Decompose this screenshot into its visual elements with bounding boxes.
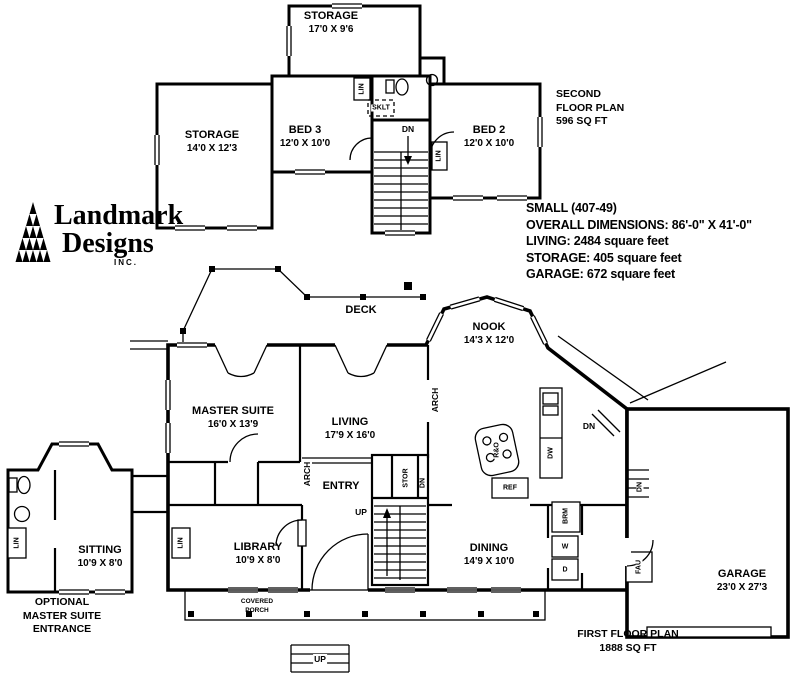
landmark-logo-icon [15,202,51,262]
room-name: MASTER SUITE [192,405,274,417]
room-name: SITTING [78,544,122,556]
utility-fixtures [551,469,654,583]
room-label-deck: DECK [345,303,376,317]
room-label-storage-top: STORAGE 17'0 X 9'6 [304,9,358,36]
room-label-bed2: BED 2 12'0 X 10'0 [464,123,514,150]
room-name: BED 3 [288,124,322,136]
first-floor-title: FIRST FLOOR PLAN 1888 SQ FT [577,628,679,655]
room-dims: 23'0 X 27'3 [716,582,768,594]
room-dims: 17'0 X 9'6 [308,24,354,36]
arch-tag: ARCH [430,386,440,414]
covered-porch [184,589,546,621]
room-label-entry: ENTRY [323,479,360,493]
plan-info-block: SMALL (407-49) OVERALL DIMENSIONS: 86'-0… [526,200,752,283]
second-floor-outline [155,4,542,235]
room-name: DECK [345,304,377,316]
title-line: FLOOR PLAN [556,101,625,114]
roof-eave-lines [557,335,727,404]
room-label-nook: NOOK 14'3 X 12'0 [464,320,514,347]
room-name: DINING [469,542,509,554]
garage-door [646,626,772,638]
room-name: STORAGE [184,129,240,141]
title-line: 596 SQ FT [556,115,608,128]
info-line: OVERALL DIMENSIONS: 86'-0" X 41'-0" [526,217,752,232]
first-floor-stairs [374,505,426,580]
info-line: SMALL (407-49) [526,201,617,215]
room-dims: 16'0 X 13'9 [207,419,259,431]
porch-line: PORCH [245,607,269,615]
optional-suite-outline [6,440,168,596]
broom-closet-tag: BRM [562,507,570,525]
room-name: LIVING [331,416,369,428]
room-label-library: LIBRARY 10'9 X 8'0 [234,540,282,567]
room-dims: 14'0 X 12'3 [186,143,238,155]
garage-down-tag: DN [636,480,644,494]
room-name: STORAGE [303,10,359,22]
room-name: ENTRY [322,480,360,492]
room-dims: 17'9 X 16'0 [324,430,376,442]
room-name: BED 2 [472,124,506,136]
stairs-up-tag: UP [354,507,368,517]
washer-tag: W [560,543,570,551]
room-dims: 14'9 X 10'0 [463,556,515,568]
range-oven-tag: R&O [493,441,501,459]
linen-closet-tag: LIN [358,82,366,96]
room-label-garage: GARAGE 23'0 X 27'3 [717,567,767,594]
info-line: STORAGE: 405 square feet [526,250,682,265]
storage-closet-tag: STOR [402,467,410,489]
room-label-dining: DINING 14'9 X 10'0 [464,541,514,568]
porch-line: COVERED [240,598,274,605]
linen-closet-tag: LIN [177,536,185,550]
linen-closet-tag: LIN [13,536,21,550]
room-label-living: LIVING 17'9 X 16'0 [325,415,375,442]
logo-designs: Designs [62,228,154,259]
title-line: ENTRANCE [32,623,92,636]
second-floor-title: SECOND FLOOR PLAN 596 SQ FT [556,88,624,129]
room-dims: 12'0 X 10'0 [279,138,331,150]
refrigerator-tag: REF [502,484,518,492]
linen-closet-tag: LIN [435,149,443,163]
title-line: SECOND [556,88,601,100]
deck-outline [130,266,426,350]
room-label-storage-left: STORAGE 14'0 X 12'3 [185,128,239,155]
room-label-bed3: BED 3 12'0 X 10'0 [280,123,330,150]
garage-outline [625,407,790,639]
room-dims: 12'0 X 10'0 [463,138,515,150]
info-line: LIVING: 2484 square feet [526,234,669,248]
stairs-down-tag: DN [400,124,416,134]
logo-landmark: Landmark [54,200,184,231]
dishwasher-tag: DW [547,446,555,460]
skylight-tag: SKLT [371,104,391,112]
room-dims: 10'9 X 8'0 [77,558,123,570]
logo-inc: INC. [114,258,138,267]
room-dims: 10'9 X 8'0 [235,555,281,567]
room-label-master-suite: MASTER SUITE 16'0 X 13'9 [192,404,274,431]
dryer-tag: D [561,566,569,574]
garage-steps-down-tag: DN [581,421,597,431]
title-line: OPTIONAL [34,596,90,608]
room-name: NOOK [472,321,506,333]
room-name: LIBRARY [233,541,283,553]
title-line: FIRST FLOOR PLAN [577,628,679,640]
title-line: MASTER SUITE [22,609,102,622]
optional-entrance-label: OPTIONAL MASTER SUITE ENTRANCE [23,596,101,637]
room-dims: 14'3 X 12'0 [463,335,515,347]
room-name: GARAGE [717,568,767,580]
title-line: 1888 SQ FT [599,641,657,654]
info-line: GARAGE: 672 square feet [526,267,675,281]
covered-porch-label: COVERED PORCH [241,597,273,615]
second-floor-stairs [374,136,428,232]
furnace-tag: FAU [635,559,643,575]
porch-steps [290,644,350,673]
basement-stairs-tag: DN [419,476,427,490]
room-label-sitting: SITTING 10'9 X 8'0 [78,543,123,570]
arch-tag: ARCH [302,460,312,488]
porch-steps-up-tag: UP [313,654,327,664]
